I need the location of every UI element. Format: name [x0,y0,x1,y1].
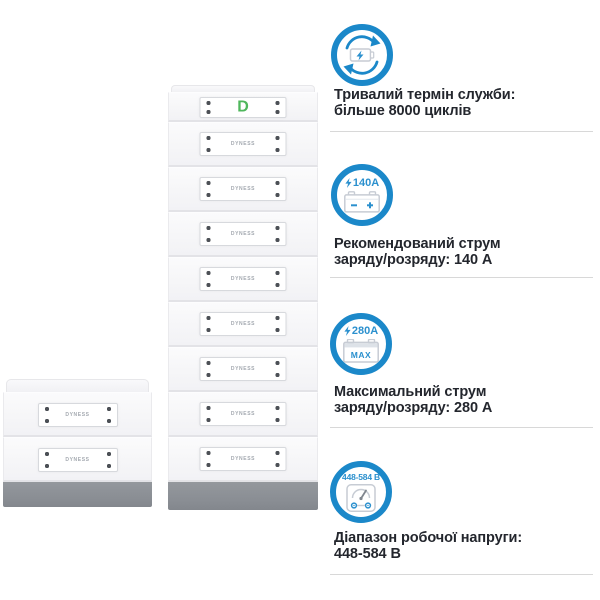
current-badge: 280A [344,324,379,337]
battery-module: DYNESS [168,167,318,212]
feature-caption-voltage-range: Діапазон робочої напруги: 448-584 В [334,530,596,562]
module-brand-label: DYNESS [230,321,256,327]
battery-module: DYNESS [168,347,318,392]
brand-logo: D [237,97,249,115]
module-brand-label: DYNESS [230,276,256,282]
battery-recycle-icon [331,24,393,86]
current-badge-value: 140A [352,176,380,189]
caption-line: заряду/розряду: 280 А [334,400,493,416]
battery-module: DYNESS [168,212,318,257]
caption-line: більше 8000 циклів [334,103,472,119]
battery-module: DYNESS [168,302,318,347]
section-divider [330,131,593,132]
car-battery-max-graphic: MAX [343,338,379,363]
module-faceplate: DYNESS [199,267,287,291]
feature-caption-max-current: Максимальний струм заряду/розряду: 280 А [334,384,596,416]
caption-line: заряду/розряду: 140 А [334,252,493,268]
tower-base [168,482,318,510]
section-divider [330,574,593,575]
module-faceplate: DYNESS [199,357,287,381]
module-brand-label: DYNESS [230,186,256,192]
module-faceplate: DYNESS [199,132,287,156]
voltage-badge-value: 448-584 В [342,472,380,482]
battery-module: DYNESS [168,437,318,482]
module-faceplate: DYNESS [199,222,287,246]
battery-tower-9-module: D DYNESS DYNESS DYNESS DYNESS DYNESS [168,85,318,510]
current-badge: 140A [345,176,380,189]
battery-max-current-icon: 280A MAX [330,313,392,375]
feature-caption-recommended-current: Рекомендований струм заряду/розряду: 140… [334,236,596,268]
battery-recommended-current-icon: 140A [331,164,393,226]
tower-lid [6,379,149,392]
module-faceplate: D [199,97,287,118]
module-brand-label: DYNESS [65,457,90,463]
battery-max-label: MAX [351,350,371,360]
caption-line: Рекомендований струм [334,236,501,252]
module-faceplate: DYNESS [37,448,118,472]
caption-line: Тривалий термін служби: [334,87,516,103]
battery-tower-2-module: DYNESS DYNESS [3,379,152,507]
battery-module: DYNESS [168,392,318,437]
section-divider [330,277,593,278]
battery-module: DYNESS [3,392,152,437]
module-brand-label: DYNESS [230,231,256,237]
module-faceplate: DYNESS [199,312,287,336]
section-divider [330,427,593,428]
module-brand-label: DYNESS [230,141,256,147]
voltage-range-icon: 448-584 В [330,461,392,523]
caption-line: Діапазон робочої напруги: [334,530,523,546]
tower-lid [171,85,315,92]
module-brand-label: DYNESS [230,456,256,462]
current-badge-value: 280A [351,324,379,337]
battery-module: DYNESS [168,122,318,167]
battery-module: DYNESS [3,437,152,482]
module-brand-label: DYNESS [230,411,256,417]
voltmeter-graphic [346,484,376,512]
lightning-bolt-icon [345,178,352,188]
car-battery-graphic [344,190,380,213]
lightning-bolt-icon [344,326,351,336]
battery-module: DYNESS [168,257,318,302]
caption-line: 448-584 В [334,546,401,562]
voltage-badge: 448-584 В [342,472,380,483]
module-faceplate: DYNESS [37,403,118,427]
tower-base [3,482,152,507]
caption-line: Максимальний струм [334,384,487,400]
module-faceplate: DYNESS [199,177,287,201]
battery-cycle-graphic [343,35,381,75]
feature-caption-cycle-life: Тривалий термін служби: більше 8000 цикл… [334,87,596,119]
module-brand-label: DYNESS [230,366,256,372]
module-faceplate: DYNESS [199,402,287,426]
control-module: D [168,92,318,122]
module-faceplate: DYNESS [199,447,287,471]
module-brand-label: DYNESS [65,412,90,418]
